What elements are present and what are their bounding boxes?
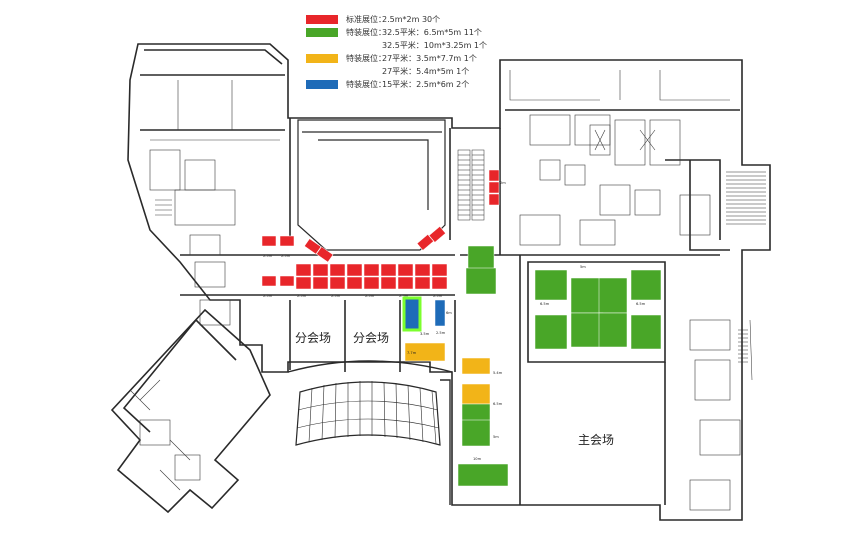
central-atrium	[297, 119, 446, 251]
special-booth-27	[461, 357, 491, 375]
legend-detail: 27平米：3.5m*7.7m 1个	[382, 54, 477, 63]
booth-dimension-label: 2.5m	[297, 294, 307, 298]
special-booth-32	[467, 245, 495, 271]
standard-booth	[312, 263, 329, 277]
booth-dimension-label: 6.5m	[636, 302, 646, 306]
booth-dimension-label: 2.5m	[263, 294, 273, 298]
legend-detail: 32.5平米：10m*3.25m 1个	[382, 41, 488, 50]
standard-booth	[295, 263, 312, 277]
special-booth-32	[534, 314, 568, 350]
standard-booth	[428, 226, 446, 243]
standard-booth	[261, 235, 277, 247]
standard-booth	[397, 263, 414, 277]
east-rooms	[689, 319, 741, 511]
legend-swatch-green	[306, 28, 338, 37]
sub-venue-1-label: 分会场	[295, 331, 331, 345]
legend-detail: 2.5m*2m 30个	[382, 15, 441, 24]
special-booth-15	[434, 299, 446, 327]
booth-dimension-label: 6.5m	[493, 402, 503, 406]
standard-booth	[488, 169, 500, 182]
special-booth-32	[570, 312, 604, 348]
booth-dimension-label: 5m	[580, 265, 586, 269]
standard-booth	[414, 263, 431, 277]
booth-dimension-label: 2.5m	[365, 294, 375, 298]
office-details	[509, 70, 730, 246]
standard-booth	[304, 238, 322, 255]
standard-booth	[316, 246, 334, 263]
legend-detail: 32.5平米：6.5m*5m 11个	[382, 28, 482, 37]
booth-dimension-label: 3.5m	[420, 332, 430, 336]
standard-booth	[295, 276, 312, 290]
booth-dimension-label: 2.5m	[281, 254, 291, 258]
escalators	[457, 149, 485, 221]
booth-dimension-label: 2m	[500, 181, 506, 185]
standard-booth	[414, 276, 431, 290]
east-stairs	[726, 171, 766, 381]
booth-dimension-label: 10m	[473, 457, 482, 461]
booth-dimension-label: 6.5m	[540, 302, 550, 306]
legend-swatch-red	[306, 15, 338, 24]
special-booth-27	[404, 342, 446, 362]
legend-label: 特装展位：	[346, 80, 386, 89]
special-booth-32	[598, 277, 628, 314]
legend-swatch-yellow	[306, 54, 338, 63]
legend-label: 特装展位：	[346, 54, 386, 63]
south-stairs	[295, 381, 441, 446]
legend-swatch-blue	[306, 80, 338, 89]
special-booth-32	[630, 314, 662, 350]
standard-booth	[329, 276, 346, 290]
booth-dimension-label: 6m	[446, 311, 452, 315]
highlighted-booth	[402, 296, 422, 332]
sub-venue-2-label: 分会场	[353, 331, 389, 345]
standard-booth	[380, 263, 397, 277]
standard-booth	[380, 276, 397, 290]
special-booth-32	[534, 269, 568, 301]
booth-dimension-label: 2.5m	[399, 294, 409, 298]
booth-dimension-label: 2.5m	[331, 294, 341, 298]
main-venue-label: 主会场	[578, 433, 614, 447]
booth-dimension-label: 7.7m	[407, 351, 417, 355]
standard-booth	[261, 275, 277, 287]
booths: 2.5m 2.5m 2.5m 2.5m 2.5m 2.5m 2.5m 2.5m 2m 7.7m 3.…	[261, 169, 662, 487]
special-booth-32	[570, 277, 604, 314]
special-booth-27	[461, 383, 491, 405]
legend-label: 标准展位：	[346, 15, 386, 24]
standard-booth	[279, 235, 295, 247]
standard-booth	[488, 181, 500, 194]
standard-booth	[431, 263, 448, 277]
booth-dimension-label: 5m	[493, 435, 499, 439]
booth-dimension-label: 2.5m	[433, 294, 443, 298]
west-wing-details	[129, 80, 280, 491]
standard-booth	[312, 276, 329, 290]
standard-booth	[363, 263, 380, 277]
legend-detail: 27平米：5.4m*5m 1个	[382, 67, 470, 76]
standard-booth	[279, 275, 295, 287]
standard-booth	[346, 263, 363, 277]
legend-detail: 15平米：2.5m*6m 2个	[382, 80, 470, 89]
standard-booth	[431, 276, 448, 290]
special-booth-32	[461, 419, 491, 447]
booth-dimension-label: 5.4m	[493, 371, 503, 375]
standard-booth	[397, 276, 414, 290]
booth-dimension-label: 2.5m	[263, 254, 273, 258]
special-booth-32	[630, 269, 662, 301]
special-booth-32	[457, 463, 509, 487]
special-booth-32	[465, 267, 497, 295]
legend-label: 特装展位：	[346, 28, 386, 37]
south-curve	[287, 360, 453, 505]
special-booth-32	[598, 312, 628, 348]
standard-booth	[363, 276, 380, 290]
standard-booth	[329, 263, 346, 277]
standard-booth	[488, 193, 500, 206]
booth-dimension-label: 2.5m	[436, 331, 446, 335]
standard-booth	[346, 276, 363, 290]
standard-booth	[416, 234, 434, 251]
